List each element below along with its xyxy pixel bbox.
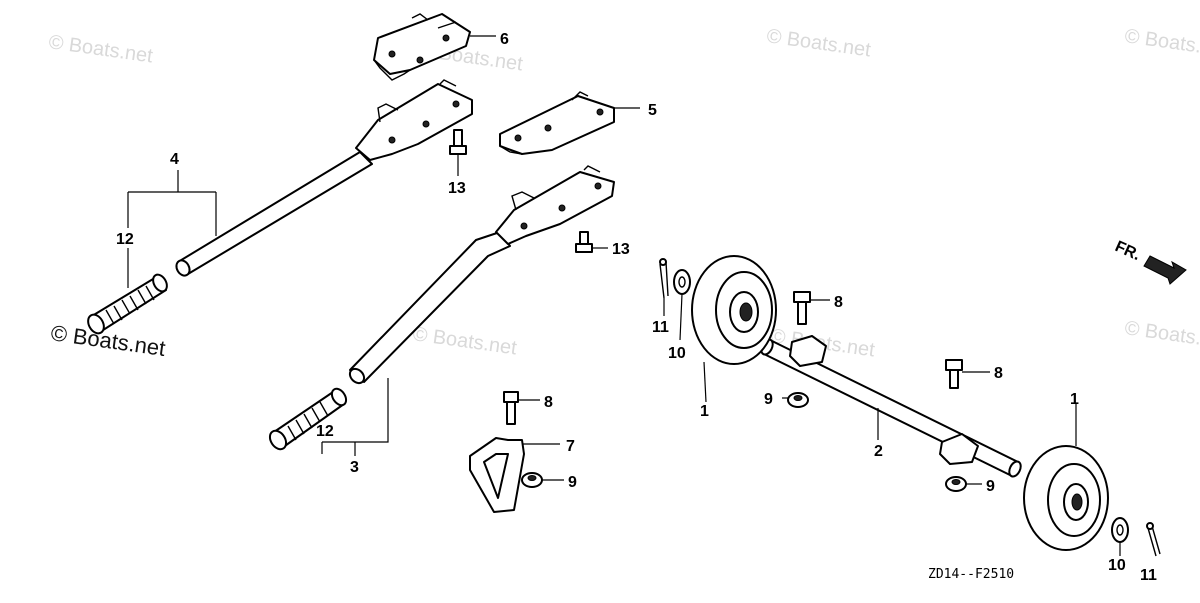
callout-4: 4 [170,151,179,168]
callout-8-a: 8 [544,394,553,411]
part-2-axle [760,335,1022,478]
part-3-handle-lower [348,165,615,385]
watermark: © Boats.net [47,31,154,67]
callout-8-c: 8 [994,365,1003,382]
front-direction-arrow-icon: FR. [1112,238,1187,285]
part-4-handle-upper [175,79,473,277]
part-5-bracket-cover [499,91,615,155]
part-10-washer-right [1111,517,1129,543]
part-10-washer-left [673,269,691,295]
callout-11-left: 11 [652,319,669,336]
callout-13-upper: 13 [448,180,466,197]
callout-10-left: 10 [668,345,686,362]
part-12-grip-upper [87,273,168,335]
part-9-nut-c [945,476,967,492]
callout-2: 2 [874,443,883,460]
callout-1-left: 1 [700,403,709,420]
part-8-bolt-c [945,359,963,389]
part-8-bolt-a [503,391,519,425]
drawing-code: ZD14--F2510 [928,567,1014,582]
callout-12-lower: 12 [316,423,334,440]
callout-9-b: 9 [764,391,773,408]
callout-12-upper: 12 [116,231,134,248]
callout-5: 5 [648,102,657,119]
watermark: © Boats.net [1123,25,1200,61]
callout-8-b: 8 [834,294,843,311]
callout-9-a: 9 [568,474,577,491]
callout-3: 3 [350,459,359,476]
watermark: © Boats.net [765,25,872,61]
part-7-u-bracket [469,437,525,513]
leader-lines [127,35,1121,556]
part-9-nut-a [521,472,543,488]
callout-7: 7 [566,438,575,455]
part-1-wheel-left [691,255,777,365]
part-11-cotter-pin-right [1146,522,1161,557]
callout-1-right: 1 [1070,391,1079,408]
callout-11-right: 11 [1140,567,1157,584]
part-11-cotter-pin-left [659,258,669,299]
front-direction-label: FR. [1112,238,1142,264]
callout-6: 6 [500,31,509,48]
part-8-bolt-b [793,291,811,325]
part-1-wheel-right [1023,445,1109,551]
watermark: © Boats.net [411,323,518,359]
part-12-grip-lower [268,387,348,451]
part-9-nut-b [787,392,809,408]
callout-13-middle: 13 [612,241,630,258]
callout-9-c: 9 [986,478,995,495]
watermark: © Boats.net [1123,317,1200,353]
part-13-bolt-middle [575,231,593,253]
part-13-bolt-upper [449,129,467,155]
part-6-bracket-cover [373,13,471,81]
callout-10-right: 10 [1108,557,1126,574]
